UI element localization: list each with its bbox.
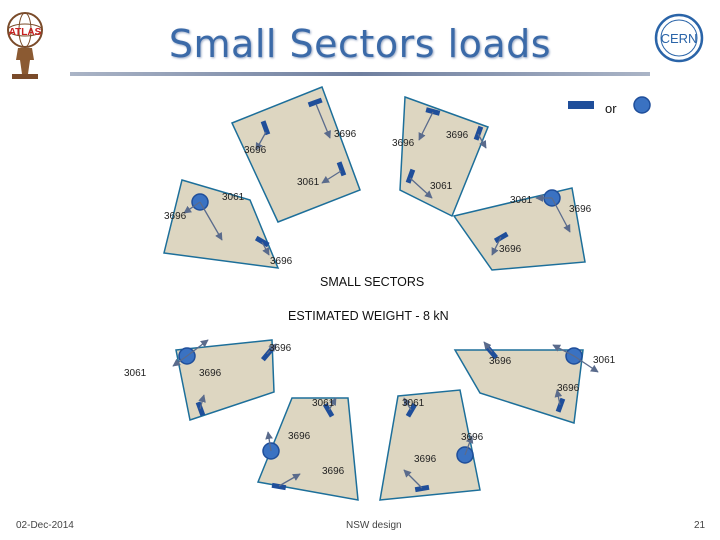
load-label: 3696 xyxy=(569,204,592,215)
load-label: 3061 xyxy=(430,181,453,192)
page-number: 21 xyxy=(694,520,706,531)
sector-upper-right xyxy=(452,187,586,271)
load-arrow xyxy=(554,389,563,406)
load-arrow xyxy=(464,435,474,456)
load-label: 3061 xyxy=(297,177,320,188)
load-arrow xyxy=(573,355,599,373)
load-arrow xyxy=(552,344,575,357)
sector-lower-right xyxy=(453,349,584,424)
load-arrow xyxy=(266,343,277,355)
legend-pad-icon xyxy=(633,96,651,114)
rail-mark xyxy=(405,168,416,184)
cern-logo-icon: CERN xyxy=(654,13,704,63)
load-arrow xyxy=(321,170,342,184)
load-label: 3696 xyxy=(461,432,484,443)
center-title: SMALL SECTORS xyxy=(320,275,424,289)
rail-mark xyxy=(473,125,484,141)
load-arrow xyxy=(403,469,423,489)
load-arrow xyxy=(261,241,270,256)
load-label: 3696 xyxy=(199,368,222,379)
slide-title: Small Sectors loads xyxy=(168,22,552,66)
load-label: 3696 xyxy=(288,431,311,442)
rail-mark xyxy=(322,402,335,418)
load-arrows xyxy=(172,103,599,489)
load-label-right: 3061 xyxy=(593,355,616,366)
sector-upper-left xyxy=(163,179,280,269)
rail-mark xyxy=(425,107,441,116)
load-arrow xyxy=(315,103,331,139)
load-arrow xyxy=(255,131,267,151)
load-arrow xyxy=(409,177,433,199)
legend-or-text: or xyxy=(605,101,617,116)
load-arrow xyxy=(278,473,301,487)
load-label: 3061 xyxy=(402,398,425,409)
rail-mark xyxy=(260,120,271,136)
rail-mark xyxy=(414,484,430,493)
load-arrow xyxy=(183,201,201,214)
load-arrow xyxy=(186,339,209,357)
load-label: 3696 xyxy=(322,466,345,477)
load-label: 3696 xyxy=(489,356,512,367)
svg-text:CERN: CERN xyxy=(661,31,698,46)
load-label: 3696 xyxy=(164,211,187,222)
rail-mark xyxy=(254,235,270,248)
legend-rail-icon xyxy=(568,101,594,109)
load-arrow xyxy=(199,201,223,241)
sector-top-right xyxy=(399,95,489,218)
load-label: 3696 xyxy=(557,383,580,394)
load-arrow xyxy=(551,197,571,233)
load-arrow xyxy=(172,355,188,367)
load-arrow xyxy=(403,397,412,411)
load-arrow xyxy=(477,133,487,149)
footer-center: NSW design xyxy=(346,520,402,531)
load-label: 3696 xyxy=(414,454,437,465)
load-label: 3696 xyxy=(334,129,357,140)
load-arrow xyxy=(483,341,493,353)
atlas-logo-icon: ATLAS xyxy=(7,12,43,79)
load-label: 3061 xyxy=(312,398,335,409)
load-label: 3061 xyxy=(510,195,533,206)
load-arrow xyxy=(198,394,206,410)
load-label: 3061 xyxy=(124,368,147,379)
center-subtitle: ESTIMATED WEIGHT - 8 kN xyxy=(288,309,449,323)
load-label: 3061 xyxy=(222,192,245,203)
load-label: 3696 xyxy=(244,145,267,156)
load-label: 3696 xyxy=(269,343,292,354)
rail-mark xyxy=(555,397,566,413)
sector-top-left xyxy=(230,86,361,223)
rail-mark xyxy=(336,161,347,177)
load-arrow xyxy=(491,236,502,256)
load-label: 3696 xyxy=(499,244,522,255)
svg-text:ATLAS: ATLAS xyxy=(9,27,42,38)
footer-date: 02-Dec-2014 xyxy=(16,520,74,531)
title-underline xyxy=(70,72,650,76)
load-label: 3696 xyxy=(446,130,469,141)
sector-bottom-right xyxy=(379,389,481,501)
load-arrow xyxy=(418,111,434,141)
rail-mark xyxy=(405,402,418,418)
load-label: 3696 xyxy=(270,256,293,267)
load-arrow xyxy=(265,431,273,452)
load-arrow xyxy=(328,397,337,411)
load-label: 3696 xyxy=(392,138,415,149)
rail-mark xyxy=(307,97,323,108)
